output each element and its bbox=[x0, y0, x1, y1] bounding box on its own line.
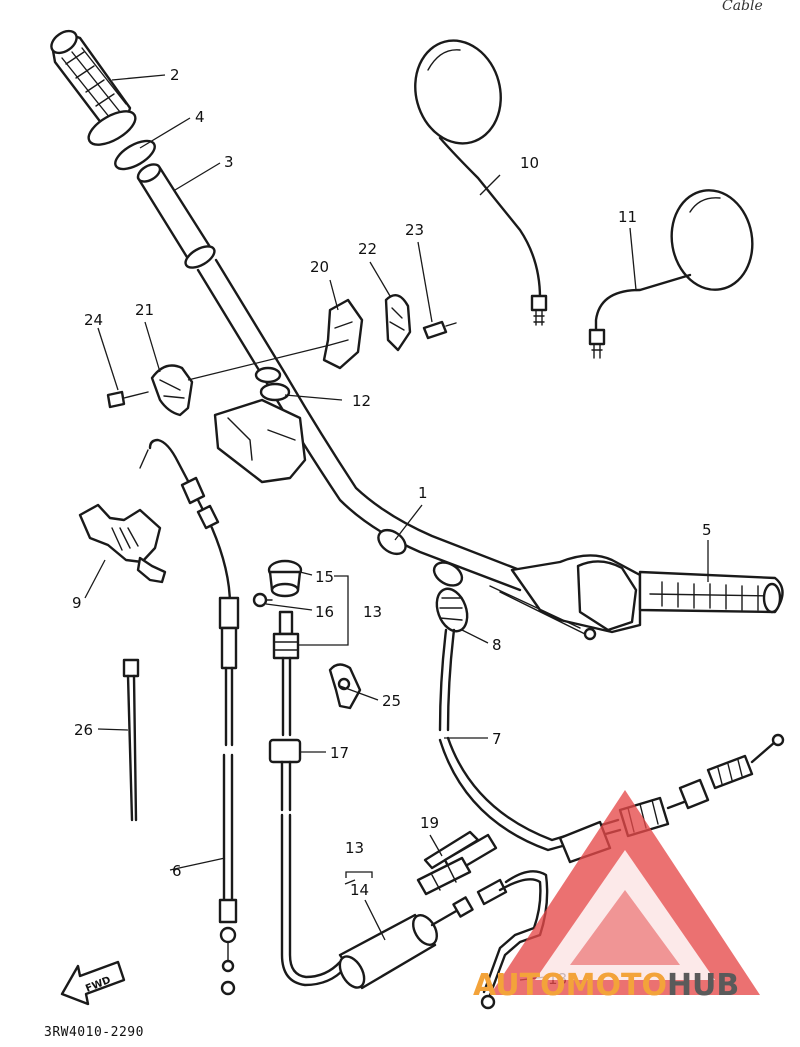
speedometer-small-screw bbox=[252, 592, 273, 608]
speedometer-cable-cap bbox=[267, 559, 303, 598]
callout-14: 14 bbox=[350, 881, 369, 899]
holder-alignment-line bbox=[187, 344, 331, 381]
left-switch-housing bbox=[213, 366, 307, 484]
right-grip-assembly bbox=[510, 554, 784, 634]
starter-cable bbox=[476, 870, 549, 1010]
throttle-cable-end bbox=[489, 585, 586, 635]
callout-13-lower: 13 bbox=[345, 839, 364, 857]
cable-end-nipple bbox=[583, 627, 597, 641]
callout-24: 24 bbox=[84, 311, 103, 329]
callout-7: 7 bbox=[492, 730, 502, 748]
callout-25: 25 bbox=[382, 692, 401, 710]
leader-lines bbox=[84, 74, 709, 981]
clutch-lever-holder bbox=[78, 503, 167, 584]
mirror-right bbox=[588, 189, 754, 359]
callout-1: 1 bbox=[418, 484, 428, 502]
lever-holder-clamp bbox=[384, 294, 412, 352]
corner-handwritten-note: Cable bbox=[722, 0, 763, 14]
watermark-logo bbox=[490, 790, 760, 995]
callouts: 2 4 3 1 5 6 7 8 9 10 11 12 13 13 14 15 1… bbox=[72, 66, 712, 988]
lever-holder-upper bbox=[322, 298, 364, 370]
cable-tie bbox=[122, 658, 140, 822]
speedometer-cable-clip bbox=[328, 663, 362, 710]
lever-holder-lower bbox=[150, 364, 194, 417]
callout-9: 9 bbox=[72, 594, 82, 612]
callout-4: 4 bbox=[195, 108, 205, 126]
holder-screw-left bbox=[106, 390, 149, 409]
callout-21: 21 bbox=[135, 301, 154, 319]
callout-11: 11 bbox=[618, 208, 637, 226]
diagram-code: 3RW4010-2290 bbox=[44, 1025, 144, 1040]
watermark-word-a: AUTOMOTOHUB bbox=[473, 968, 739, 1003]
callout-13-upper: 13 bbox=[363, 603, 382, 621]
fwd-arrow-icon: FWD bbox=[60, 960, 126, 1006]
holder-screw-right bbox=[422, 320, 457, 340]
clutch-cable bbox=[139, 438, 240, 996]
callout-5: 5 bbox=[702, 521, 712, 539]
callout-26: 26 bbox=[74, 721, 93, 739]
grip-washer bbox=[114, 139, 156, 171]
callout-6: 6 bbox=[172, 862, 182, 880]
speedometer-cable-lower bbox=[280, 813, 474, 990]
callout-10: 10 bbox=[520, 154, 539, 172]
callout-17: 17 bbox=[330, 744, 349, 762]
callout-8: 8 bbox=[492, 636, 502, 654]
starter-cable-bracket bbox=[416, 830, 498, 896]
callout-2: 2 bbox=[170, 66, 180, 84]
callout-12: 12 bbox=[352, 392, 371, 410]
callout-16: 16 bbox=[315, 603, 334, 621]
callout-19: 19 bbox=[420, 814, 439, 832]
throttle-tube bbox=[136, 163, 216, 269]
callout-23: 23 bbox=[405, 221, 424, 239]
mirror-left bbox=[414, 39, 548, 326]
left-grip bbox=[50, 29, 137, 146]
speedometer-cable-upper bbox=[268, 610, 302, 812]
callout-22: 22 bbox=[358, 240, 377, 258]
callout-3: 3 bbox=[224, 153, 234, 171]
callout-20: 20 bbox=[310, 258, 329, 276]
callout-15: 15 bbox=[315, 568, 334, 586]
